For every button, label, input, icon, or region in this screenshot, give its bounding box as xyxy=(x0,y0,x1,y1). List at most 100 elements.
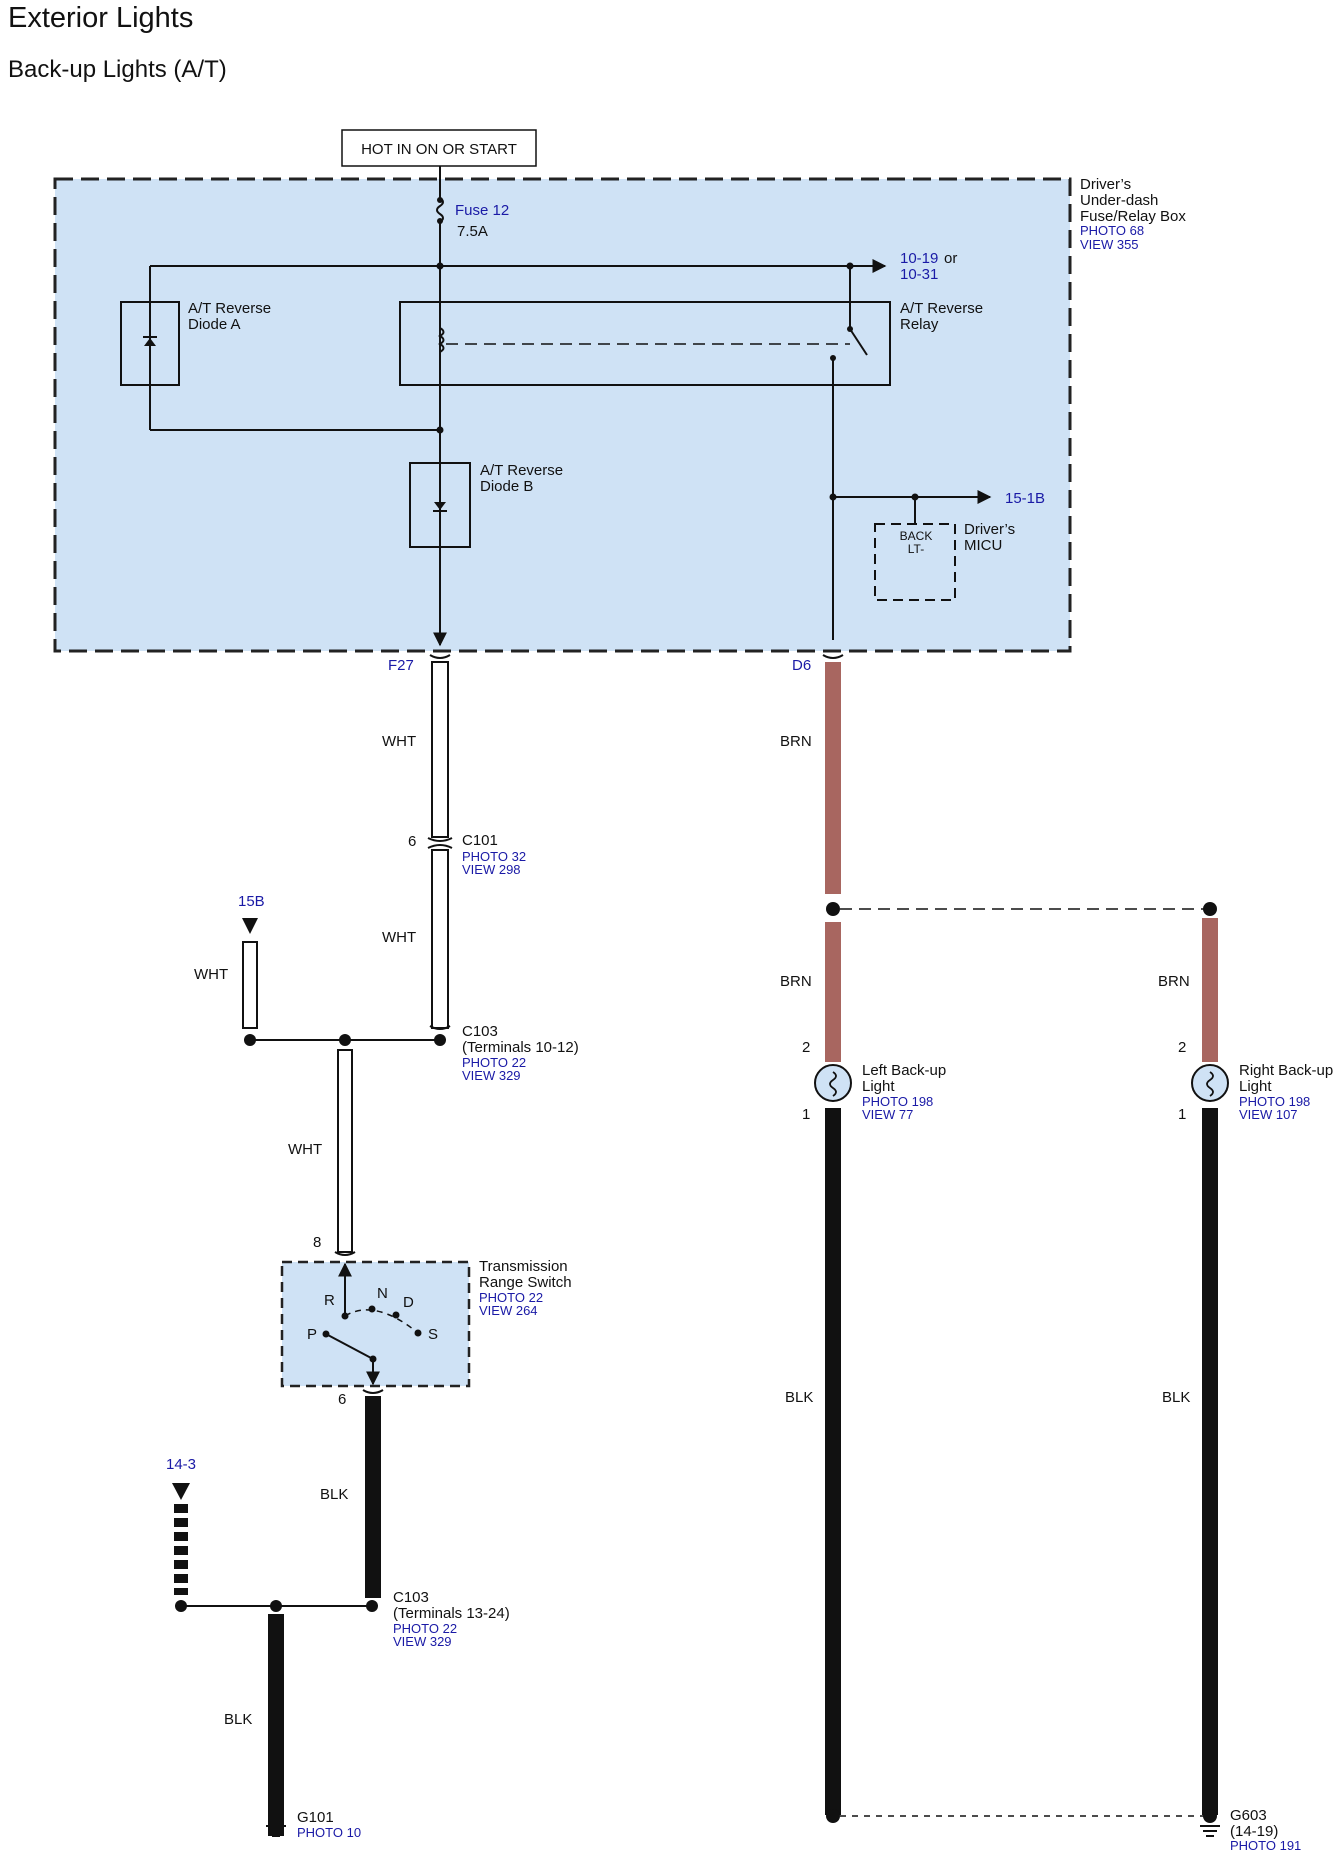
ref-10-19: 10-19 xyxy=(900,250,938,267)
fuse-relay-box xyxy=(53,177,1072,653)
trs-label-1: Transmission xyxy=(479,1258,568,1275)
g101-photo: PHOTO 10 xyxy=(297,1825,361,1840)
right-light-bulb-icon xyxy=(1191,1064,1229,1102)
ground-icon xyxy=(266,1825,286,1837)
c103a-label: C103 xyxy=(462,1023,498,1040)
wire-label-blk-1: BLK xyxy=(320,1486,348,1503)
ref-15b: 15B xyxy=(238,893,265,910)
fuse-12-label: Fuse 12 xyxy=(455,202,509,219)
wire-wht-15b xyxy=(242,941,258,1029)
wire-wht-c101-c103 xyxy=(431,849,449,1029)
right-light-view: VIEW 107 xyxy=(1239,1107,1298,1122)
c103a-photo: PHOTO 22 xyxy=(462,1055,526,1070)
trs-pin-in: 8 xyxy=(313,1234,321,1251)
wire-wht-c103-trs xyxy=(337,1049,353,1253)
ref-14-3: 14-3 xyxy=(166,1456,196,1473)
wire-label-brn-2: BRN xyxy=(780,973,812,990)
wire-label-wht-3: WHT xyxy=(194,966,228,983)
wire-brn-right xyxy=(1202,918,1218,1062)
fuse-12-rating: 7.5A xyxy=(457,223,488,240)
c103b-view: VIEW 329 xyxy=(393,1634,452,1649)
trs-pos-r: R xyxy=(324,1292,335,1309)
wire-brn-d6 xyxy=(825,662,841,894)
relay-label-1: A/T Reverse xyxy=(900,300,983,317)
left-light-view: VIEW 77 xyxy=(862,1107,913,1122)
ref-15-1b: 15-1B xyxy=(1005,490,1045,507)
wire-label-brn-3: BRN xyxy=(1158,973,1190,990)
micu-label-1: Driver’s xyxy=(964,521,1015,538)
c103b-label: C103 xyxy=(393,1589,429,1606)
fusebox-name-2: Under-dash xyxy=(1080,192,1158,209)
wire-blk-left xyxy=(825,1108,841,1815)
wire-label-blk-3: BLK xyxy=(785,1389,813,1406)
trs-pos-p: P xyxy=(307,1326,317,1343)
diode-b-label-2: Diode B xyxy=(480,478,533,495)
c101-pin: 6 xyxy=(408,833,416,850)
diode-b-label-1: A/T Reverse xyxy=(480,462,563,479)
trs-view: VIEW 264 xyxy=(479,1303,538,1318)
right-light-photo: PHOTO 198 xyxy=(1239,1094,1310,1109)
wire-label-blk-4: BLK xyxy=(1162,1389,1190,1406)
trs-pos-n: N xyxy=(377,1285,388,1302)
wire-blk-right xyxy=(1202,1108,1218,1815)
c101-view: VIEW 298 xyxy=(462,862,521,877)
trs-label-2: Range Switch xyxy=(479,1274,572,1291)
wire-label-wht-1: WHT xyxy=(382,733,416,750)
ground-icon-g603 xyxy=(1200,1825,1220,1837)
c103a-terminals: (Terminals 10-12) xyxy=(462,1039,579,1056)
c101-label: C101 xyxy=(462,832,498,849)
wire-label-blk-2: BLK xyxy=(224,1711,252,1728)
fusebox-name-3: Fuse/Relay Box xyxy=(1080,208,1186,225)
right-light-pin-bot: 1 xyxy=(1178,1106,1186,1123)
fusebox-photo: PHOTO 68 xyxy=(1080,223,1144,238)
left-light-bulb-icon xyxy=(814,1064,852,1102)
g603-photo: PHOTO 191 xyxy=(1230,1838,1301,1853)
left-light-label-1: Left Back-up xyxy=(862,1062,946,1079)
wire-label-wht-4: WHT xyxy=(288,1141,322,1158)
micu-pin-label-2: LT- xyxy=(908,542,924,556)
wire-label-brn-1: BRN xyxy=(780,733,812,750)
ref-or: or xyxy=(944,250,957,267)
diode-a-label-1: A/T Reverse xyxy=(188,300,271,317)
wire-wht-f27-c101 xyxy=(431,661,449,838)
diode-b-symbol xyxy=(434,502,446,510)
wire-brn-left xyxy=(825,922,841,1062)
micu-box xyxy=(874,523,956,601)
wire-blk-trs-c103 xyxy=(365,1396,381,1598)
c103b-terminals: (Terminals 13-24) xyxy=(393,1605,510,1622)
left-light-pin-top: 2 xyxy=(802,1039,810,1056)
c103a-view: VIEW 329 xyxy=(462,1068,521,1083)
power-source-label: HOT IN ON OR START xyxy=(361,141,517,158)
fusebox-view: VIEW 355 xyxy=(1080,237,1139,252)
relay-box xyxy=(399,301,891,386)
right-light-label-1: Right Back-up xyxy=(1239,1062,1333,1079)
relay-coil xyxy=(437,327,445,353)
trs-photo: PHOTO 22 xyxy=(479,1290,543,1305)
micu-label-2: MICU xyxy=(964,537,1002,554)
right-light-label-2: Light xyxy=(1239,1078,1272,1095)
trs-pos-d: D xyxy=(403,1294,414,1311)
micu-pin-label-1: BACK xyxy=(900,529,933,543)
g603-ref: (14-19) xyxy=(1230,1823,1278,1840)
terminal-f27: F27 xyxy=(388,657,414,674)
c103b-photo: PHOTO 22 xyxy=(393,1621,457,1636)
wire-blk-c103-g101 xyxy=(268,1614,284,1836)
trs-pos-s: S xyxy=(428,1326,438,1343)
terminal-d6: D6 xyxy=(792,657,811,674)
left-light-label-2: Light xyxy=(862,1078,895,1095)
g603-label: G603 xyxy=(1230,1807,1267,1824)
fusebox-name-1: Driver’s xyxy=(1080,176,1131,193)
fuse-12-symbol xyxy=(436,197,444,223)
left-light-photo: PHOTO 198 xyxy=(862,1094,933,1109)
relay-label-2: Relay xyxy=(900,316,939,333)
diode-a-symbol xyxy=(144,338,156,346)
wire-label-wht-2: WHT xyxy=(382,929,416,946)
trs-pin-out: 6 xyxy=(338,1391,346,1408)
left-light-pin-bot: 1 xyxy=(802,1106,810,1123)
page-title: Exterior Lights xyxy=(8,2,194,34)
transmission-range-switch xyxy=(280,1260,471,1388)
page-subtitle: Back-up Lights (A/T) xyxy=(8,56,227,83)
ref-10-31: 10-31 xyxy=(900,266,938,283)
relay-switch xyxy=(849,328,868,356)
